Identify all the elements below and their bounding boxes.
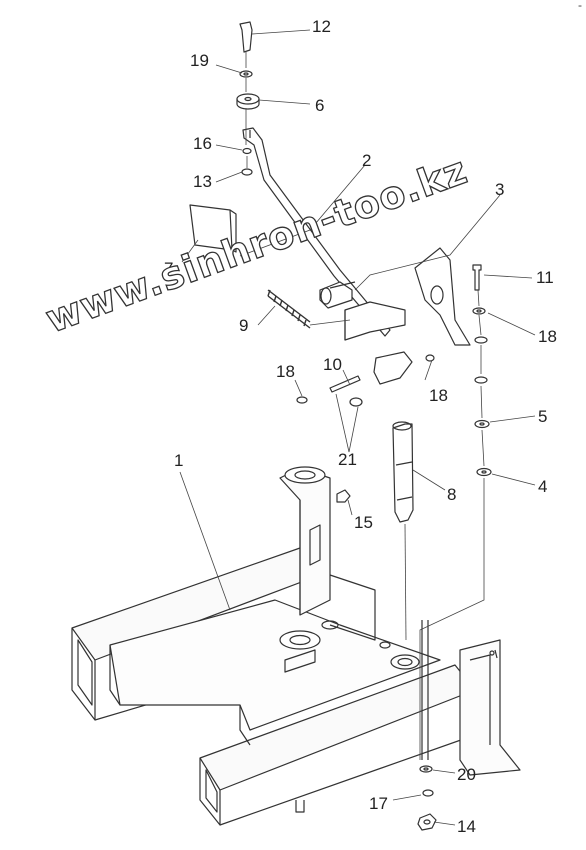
callout-6: 6 <box>315 96 325 115</box>
callout-13: 13 <box>193 172 212 191</box>
callout-8: 8 <box>447 485 457 504</box>
callout-4: 4 <box>538 477 548 496</box>
right-fasteners <box>472 264 492 477</box>
callout-5: 5 <box>538 407 548 426</box>
spring <box>267 289 311 329</box>
bracket-plate <box>414 247 471 346</box>
clevis <box>296 351 435 407</box>
top-fasteners <box>236 21 260 176</box>
callout-20: 20 <box>457 765 476 784</box>
callout-17: 17 <box>369 794 388 813</box>
callout-9: 9 <box>239 316 249 335</box>
callout-16: 16 <box>193 134 212 153</box>
base-frame <box>71 466 521 826</box>
callout-18b: 18 <box>538 327 557 346</box>
callout-21: 21 <box>338 450 357 469</box>
lever <box>242 127 406 341</box>
callout-19: 19 <box>190 51 209 70</box>
callout-18c: 18 <box>429 386 448 405</box>
callout-3: 3 <box>495 180 505 199</box>
callout-12: 12 <box>312 17 331 36</box>
rod <box>392 421 414 523</box>
callout-11: 11 <box>536 268 554 287</box>
callout-1: 1 <box>174 451 184 470</box>
bottom-fasteners <box>417 765 437 831</box>
nut-15 <box>336 489 351 503</box>
callout-7: 7 <box>164 259 174 278</box>
corner-mark: - <box>578 0 582 12</box>
callout-15: 15 <box>354 513 373 532</box>
callout-14: 14 <box>457 817 476 836</box>
callout-10: 10 <box>323 355 342 374</box>
callout-2: 2 <box>362 151 372 170</box>
callout-18a: 18 <box>276 362 295 381</box>
leader-lines <box>179 29 536 826</box>
